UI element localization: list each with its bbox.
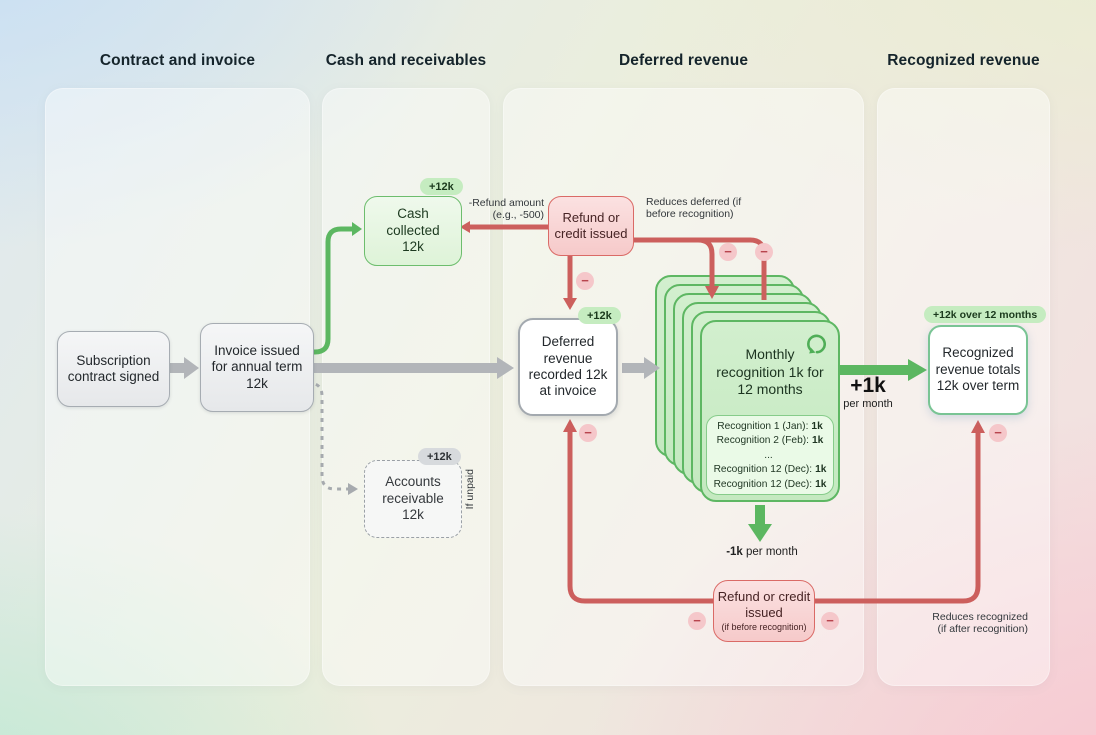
minus-icon: − — [579, 424, 597, 442]
node-label: Accounts receivable 12k — [382, 474, 444, 523]
plus-1k-value: +1k — [850, 374, 886, 397]
minus-icon: − — [821, 612, 839, 630]
reduces-recognized-note: Reduces recognized (if after recognition… — [932, 611, 1028, 636]
recognized-revenue-badge: +12k over 12 months — [924, 306, 1047, 323]
node-recognized-revenue: Recognized revenue totals 12k over term — [928, 325, 1028, 415]
node-sublabel: (if before recognition) — [721, 621, 807, 632]
column-title-cash: Cash and receivables — [325, 52, 487, 69]
column-title-recognized: Recognized revenue — [887, 52, 1040, 69]
reduces-deferred-note: Reduces deferred (if before recognition) — [646, 196, 742, 221]
node-label: Cash collected 12k — [386, 206, 440, 255]
node-accounts-receivable: Accounts receivable 12k — [364, 460, 462, 538]
schedule-row: ... — [764, 449, 773, 461]
node-label: Invoice issued for annual term 12k — [211, 342, 303, 391]
schedule-row: Recognition 12 (Dec):1k — [713, 478, 827, 490]
node-label: Deferred revenue recorded 12k at invoice — [528, 334, 608, 399]
node-label: Refund or credit issued — [554, 210, 628, 241]
schedule-row: Recognition 2 (Feb):1k — [716, 435, 824, 447]
node-label: Refund or credit issued — [717, 589, 811, 621]
monthly-recognition-label: Monthly recognition 1k for 12 months — [716, 346, 824, 397]
node-cash-collected: Cash collected 12k — [364, 196, 462, 266]
node-refund-top: Refund or credit issued — [548, 196, 634, 256]
refund-amount-note: -Refund amount (e.g., -500) — [468, 197, 544, 222]
schedule-row: Recognition 1 (Jan):1k — [717, 421, 823, 432]
minus-icon: − — [576, 272, 594, 290]
node-label: Recognized revenue totals 12k over term — [935, 345, 1021, 394]
minus-icon: − — [688, 612, 706, 630]
repeat-icon — [807, 334, 826, 354]
column-title-contract: Contract and invoice — [99, 52, 256, 69]
cash-collected-badge: +12k — [420, 178, 463, 195]
per-month-unit: per month — [742, 546, 798, 558]
minus-icon: − — [989, 424, 1007, 442]
accounts-receivable-badge: +12k — [418, 448, 461, 465]
schedule-row: Recognition 12 (Dec):1k — [713, 464, 827, 476]
node-subscription-contract: Subscription contract signed — [57, 331, 170, 407]
minus-1k-value: -1k — [726, 546, 743, 558]
column-title-deferred: Deferred revenue — [618, 52, 749, 69]
node-deferred-revenue: Deferred revenue recorded 12k at invoice — [518, 318, 618, 416]
monthly-recognition-card: Monthly recognition 1k for 12 months Rec… — [700, 320, 840, 502]
deferred-revenue-badge: +12k — [578, 307, 621, 324]
node-refund-bottom: Refund or credit issued (if before recog… — [713, 580, 815, 642]
recognition-schedule: Recognition 1 (Jan):1k Recognition 2 (Fe… — [706, 415, 834, 495]
node-invoice-issued: Invoice issued for annual term 12k — [200, 323, 314, 412]
minus-1k-per-month-label: -1k per month — [692, 546, 832, 558]
node-label: Subscription contract signed — [67, 352, 160, 384]
minus-icon: − — [719, 243, 737, 261]
per-month-unit: per month — [843, 398, 893, 411]
if-unpaid-note: If unpaid — [463, 469, 476, 510]
minus-icon: − — [755, 243, 773, 261]
plus-1k-per-month-label: +1k per month — [832, 374, 904, 411]
